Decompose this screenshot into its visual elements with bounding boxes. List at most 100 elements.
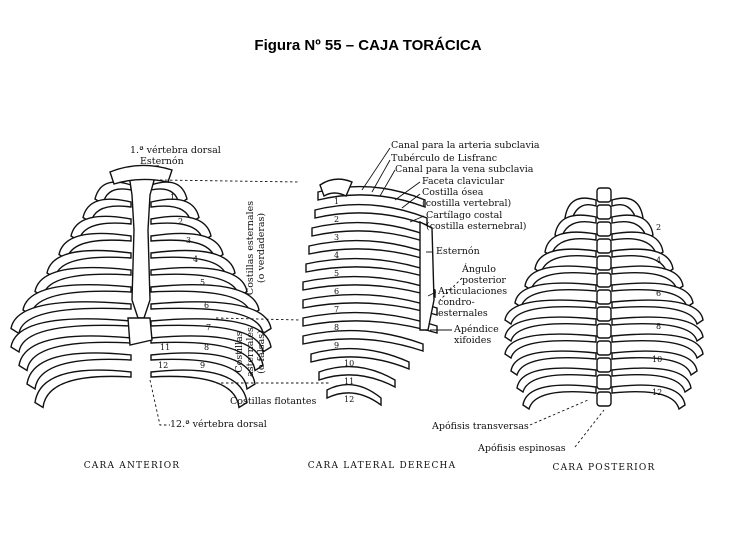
label-costillas-asternales: Costillas asternales (o falsas) xyxy=(234,327,267,377)
anterior-rib-number: 11 xyxy=(160,343,170,352)
posterior-rib-number: 6 xyxy=(656,289,661,298)
label-angulo: Ángulo xyxy=(461,263,496,275)
vertebra-2 xyxy=(596,204,612,220)
svg-text:(o falsas): (o falsas) xyxy=(256,330,267,374)
leader-angulo xyxy=(439,277,463,301)
lateral-rib-number: 10 xyxy=(344,359,354,368)
anterior-rib-number: 6 xyxy=(204,301,209,310)
anterior-rib-number: 7 xyxy=(206,323,211,332)
posterior-rib-9-right xyxy=(611,333,704,360)
vertebra-8 xyxy=(596,306,612,322)
anterior-rib-number: 3 xyxy=(186,236,191,245)
anterior-rib-number: 5 xyxy=(200,278,205,287)
label-costilla-osea: Costilla ósea xyxy=(422,187,484,198)
label-transversas: Apófisis transversas xyxy=(431,421,529,432)
label-costilla-vertebral: (costilla vertebral) xyxy=(422,198,511,209)
svg-text:Costillas: Costillas xyxy=(234,331,245,372)
label-faceta: Faceta clavicular xyxy=(422,176,505,187)
lateral-rib-number: 2 xyxy=(334,215,339,224)
anterior-label-esternon: Esternón xyxy=(140,156,184,167)
label-condro: condro- xyxy=(438,297,475,308)
label-apendice: Apéndice xyxy=(453,324,499,335)
figure-title: Figura Nº 55 – CAJA TORÁCICA xyxy=(254,37,481,54)
caption-anterior: CARA ANTERIOR xyxy=(84,461,181,471)
label-cartilago: Cartílago costal xyxy=(426,210,502,221)
vertebra-1 xyxy=(596,187,612,203)
lateral-rib-3 xyxy=(311,221,430,244)
vertebra-11 xyxy=(596,357,612,373)
lateral-rib-10 xyxy=(310,347,410,371)
lateral-rib-9 xyxy=(302,329,424,352)
label-espinosas: Apófisis espinosas xyxy=(477,443,566,454)
vertebra-13 xyxy=(596,391,612,407)
lateral-rib-number: 9 xyxy=(334,341,339,350)
lateral-rib-number: 8 xyxy=(334,323,339,332)
leader-espinosas xyxy=(574,409,605,448)
posterior-rib-10-right xyxy=(611,350,698,377)
vertebra-12 xyxy=(596,374,612,390)
vertebra-10 xyxy=(596,340,612,356)
lateral-rib-11 xyxy=(318,365,396,389)
vertebra-5 xyxy=(596,255,612,271)
vertebra-7 xyxy=(596,289,612,305)
anterior-label-v1: 1.ª vértebra dorsal xyxy=(130,145,221,156)
anterior-rib-number: 12 xyxy=(158,361,168,370)
leader-tuberculo xyxy=(371,159,391,193)
lateral-rib-4 xyxy=(308,239,432,262)
posterior-rib-7-right xyxy=(611,299,704,326)
leader-v12 xyxy=(149,379,170,426)
posterior-rib-11-left xyxy=(516,367,597,394)
anterior-rib-10-right xyxy=(150,335,264,372)
lateral-rib-number: 7 xyxy=(334,305,339,314)
label-articulaciones: Articulaciones xyxy=(437,286,507,297)
lateral-rib-5 xyxy=(305,257,434,280)
anterior-rib-12-right xyxy=(150,369,248,409)
lateral-vertebra-top xyxy=(319,178,353,198)
anterior-rib-number: 8 xyxy=(204,343,209,352)
leader-canal-vena xyxy=(379,169,396,197)
posterior-rib-number: 10 xyxy=(652,355,662,364)
leader-costilla-osea xyxy=(401,193,421,209)
anterior-rib-11-right xyxy=(150,352,256,391)
posterior-rib-10-left xyxy=(510,350,597,377)
caption-lateral: CARA LATERAL DERECHA xyxy=(308,461,457,471)
posterior-rib-number: 12 xyxy=(652,388,662,397)
svg-text:Costillas esternales: Costillas esternales xyxy=(245,201,256,295)
vertebra-4 xyxy=(596,238,612,254)
xiphoid xyxy=(127,317,153,346)
first-dorsal-vertebra xyxy=(109,164,173,185)
posterior-ribs xyxy=(504,197,704,411)
label-canal-arteria: Canal para la arteria subclavia xyxy=(391,140,540,151)
lateral-rib-number: 12 xyxy=(344,395,354,404)
posterior-spine xyxy=(596,187,612,407)
label-esternales: esternales xyxy=(438,308,488,319)
svg-text:(o verdaderas): (o verdaderas) xyxy=(256,213,267,283)
leader-cartilago xyxy=(409,215,425,223)
lateral-rib-number: 11 xyxy=(344,377,354,386)
lateral-rib-number: 4 xyxy=(334,251,339,260)
anterior-rib-11-left xyxy=(26,352,132,391)
label-xifoides: xifoides xyxy=(454,335,491,346)
vertebra-3 xyxy=(596,221,612,237)
leader-transversas xyxy=(529,399,589,426)
anterior-ribs xyxy=(10,181,272,409)
lateral-rib-number: 3 xyxy=(334,233,339,242)
anterior-rib-number: 2 xyxy=(178,217,183,226)
label-angulo-posterior: posterior xyxy=(462,275,506,286)
posterior-rib-11-right xyxy=(611,367,692,394)
posterior-rib-number: 2 xyxy=(656,223,661,232)
lateral-rib-number: 5 xyxy=(334,269,339,278)
lateral-rib-7 xyxy=(302,293,438,316)
label-costillas-esternales: Costillas esternales (o verdaderas) xyxy=(245,201,267,295)
anterior-rib-12-left xyxy=(34,369,132,409)
label-costilla-esternebral: (costilla esternebral) xyxy=(426,221,527,232)
vertebra-9 xyxy=(596,323,612,339)
anterior-rib-number: 4 xyxy=(193,255,198,264)
